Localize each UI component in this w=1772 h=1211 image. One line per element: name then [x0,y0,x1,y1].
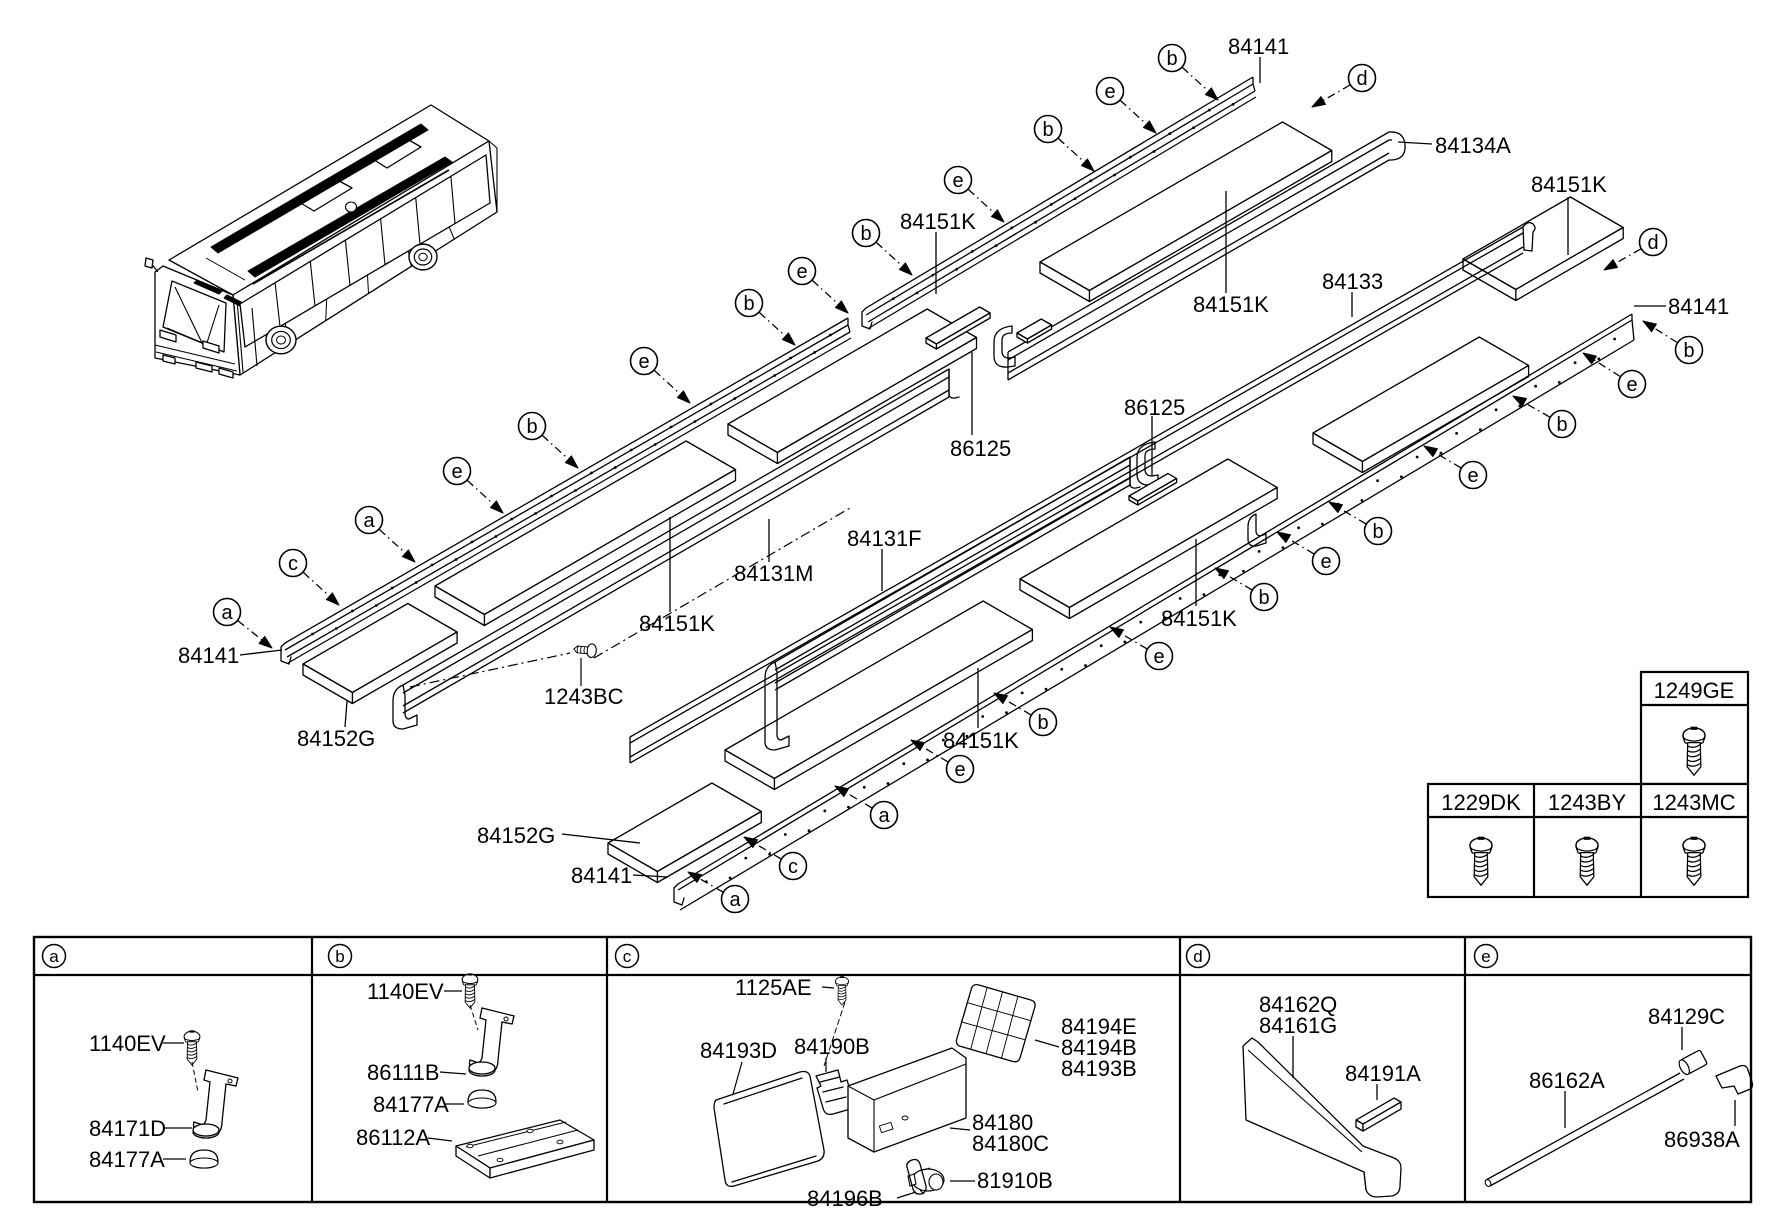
svg-text:84177A: 84177A [89,1147,165,1172]
svg-text:84141: 84141 [1228,34,1289,59]
svg-text:86162A: 86162A [1529,1068,1605,1093]
svg-text:c: c [288,553,298,575]
svg-text:84161G: 84161G [1259,1013,1337,1038]
svg-text:84171D: 84171D [89,1116,166,1141]
svg-text:86112A: 86112A [356,1125,431,1150]
svg-text:84151K: 84151K [1161,606,1237,631]
svg-text:b: b [860,223,871,245]
svg-text:84151K: 84151K [943,728,1019,753]
svg-text:84196B: 84196B [807,1186,883,1211]
svg-text:86938A: 86938A [1664,1127,1740,1152]
svg-text:84152G: 84152G [477,823,555,848]
svg-text:84131M: 84131M [734,561,814,586]
svg-text:d: d [1356,68,1367,90]
svg-text:e: e [1104,81,1115,103]
svg-text:e: e [952,170,963,192]
svg-text:84141: 84141 [571,863,632,888]
svg-text:b: b [1166,48,1177,70]
svg-text:d: d [1193,947,1202,966]
svg-text:84151K: 84151K [639,611,715,636]
svg-text:a: a [729,889,741,911]
svg-text:b: b [1258,587,1269,609]
svg-text:84194E: 84194E [1061,1014,1137,1039]
svg-text:1140EV: 1140EV [367,979,444,1004]
svg-text:a: a [363,510,375,532]
svg-text:84133: 84133 [1322,269,1383,294]
svg-text:84194B: 84194B [1061,1035,1137,1060]
svg-text:e: e [1153,646,1164,668]
svg-text:a: a [878,805,890,827]
svg-text:84193B: 84193B [1061,1056,1137,1081]
svg-text:84191A: 84191A [1345,1061,1421,1086]
svg-text:84141: 84141 [178,643,239,668]
svg-text:84151K: 84151K [1531,172,1607,197]
svg-text:1125AE: 1125AE [735,975,812,1000]
svg-text:84151K: 84151K [900,209,976,234]
svg-text:e: e [638,351,649,373]
svg-text:e: e [451,461,462,483]
svg-text:81910B: 81910B [977,1168,1053,1193]
svg-text:86125: 86125 [950,436,1011,461]
svg-text:84177A: 84177A [373,1092,449,1117]
svg-text:1243BC: 1243BC [544,684,624,709]
svg-text:e: e [1626,374,1637,396]
svg-text:1243BY: 1243BY [1548,790,1627,815]
svg-text:1140EV: 1140EV [89,1031,166,1056]
svg-text:84129C: 84129C [1648,1004,1725,1029]
svg-text:b: b [1042,119,1053,141]
svg-text:b: b [1556,414,1567,436]
svg-text:b: b [1037,712,1048,734]
svg-text:84180C: 84180C [972,1131,1049,1156]
svg-text:84193D: 84193D [700,1038,777,1063]
svg-text:1243MC: 1243MC [1652,790,1735,815]
svg-text:c: c [788,856,798,878]
svg-text:86125: 86125 [1124,395,1185,420]
svg-text:d: d [1647,232,1658,254]
svg-text:e: e [1320,551,1331,573]
svg-text:e: e [796,261,807,283]
svg-text:a: a [49,947,59,966]
svg-text:e: e [1481,947,1490,966]
svg-text:84151K: 84151K [1193,292,1269,317]
svg-text:b: b [743,293,754,315]
svg-text:84134A: 84134A [1435,133,1511,158]
svg-text:e: e [954,759,965,781]
svg-text:84180: 84180 [972,1110,1033,1135]
svg-text:1249GE: 1249GE [1654,678,1735,703]
svg-text:84162Q: 84162Q [1259,992,1337,1017]
svg-text:84141: 84141 [1668,294,1729,319]
svg-text:b: b [1372,521,1383,543]
svg-text:84152G: 84152G [297,726,375,751]
svg-text:b: b [335,947,344,966]
svg-text:b: b [1683,340,1694,362]
svg-text:b: b [526,416,537,438]
svg-text:84131F: 84131F [847,526,922,551]
svg-text:1229DK: 1229DK [1441,790,1521,815]
svg-text:e: e [1467,465,1478,487]
svg-text:a: a [221,602,233,624]
svg-text:86111B: 86111B [367,1060,440,1085]
svg-text:84190B: 84190B [794,1034,870,1059]
svg-text:c: c [623,947,632,966]
